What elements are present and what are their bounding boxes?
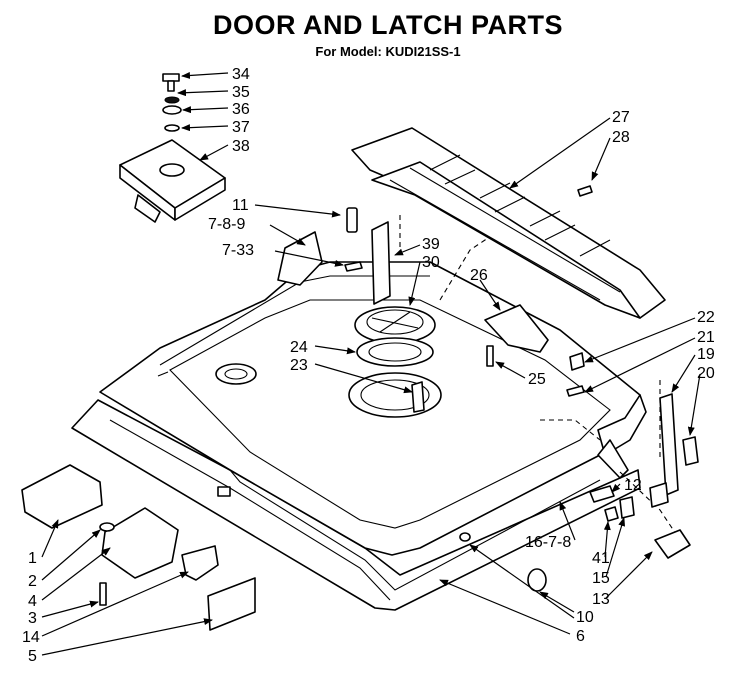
- callout-34: 34: [232, 66, 250, 83]
- callout-39: 39: [422, 236, 440, 253]
- callout-10: 10: [576, 609, 594, 626]
- callout-4: 4: [28, 593, 37, 610]
- callout-7-8-9: 7-8-9: [208, 216, 245, 233]
- callout-2: 2: [28, 573, 37, 590]
- callout-30: 30: [422, 254, 440, 271]
- callout-41: 41: [592, 550, 610, 567]
- leader-lines: [41, 71, 701, 656]
- latch-assembly-part: [119, 73, 226, 223]
- callout-37: 37: [232, 119, 250, 136]
- callout-22: 22: [697, 309, 715, 326]
- dispenser-assembly: [348, 306, 442, 418]
- callout-19: 19: [697, 346, 715, 363]
- model-subtitle: For Model: KUDI21SS-1: [315, 44, 461, 59]
- callout-26: 26: [470, 267, 488, 284]
- callout-15: 15: [592, 570, 610, 587]
- callout-3: 3: [28, 610, 37, 627]
- callout-12: 12: [624, 477, 642, 494]
- callout-11: 11: [232, 197, 249, 214]
- callout-labels: 34 35 36 37 38 27 28 11 7-8-9 7-33 39 30…: [22, 66, 715, 665]
- callout-27: 27: [612, 109, 630, 126]
- callout-38: 38: [232, 138, 250, 155]
- callout-16-7-8: 16-7-8: [525, 534, 571, 551]
- callout-36: 36: [232, 101, 250, 118]
- callout-5: 5: [28, 648, 37, 665]
- callout-25: 25: [528, 371, 546, 388]
- callout-7-33: 7-33: [222, 242, 254, 259]
- vent-cover-part: [351, 127, 666, 319]
- small-parts: [21, 185, 699, 631]
- callout-24: 24: [290, 339, 308, 356]
- page-title: DOOR AND LATCH PARTS: [213, 10, 563, 40]
- callout-1: 1: [28, 550, 37, 567]
- callout-13: 13: [592, 591, 610, 608]
- callout-23: 23: [290, 357, 308, 374]
- callout-20: 20: [697, 365, 715, 382]
- callout-35: 35: [232, 84, 250, 101]
- callout-6: 6: [576, 628, 585, 645]
- callout-14: 14: [22, 629, 40, 646]
- callout-21: 21: [697, 329, 715, 346]
- callout-28: 28: [612, 129, 630, 146]
